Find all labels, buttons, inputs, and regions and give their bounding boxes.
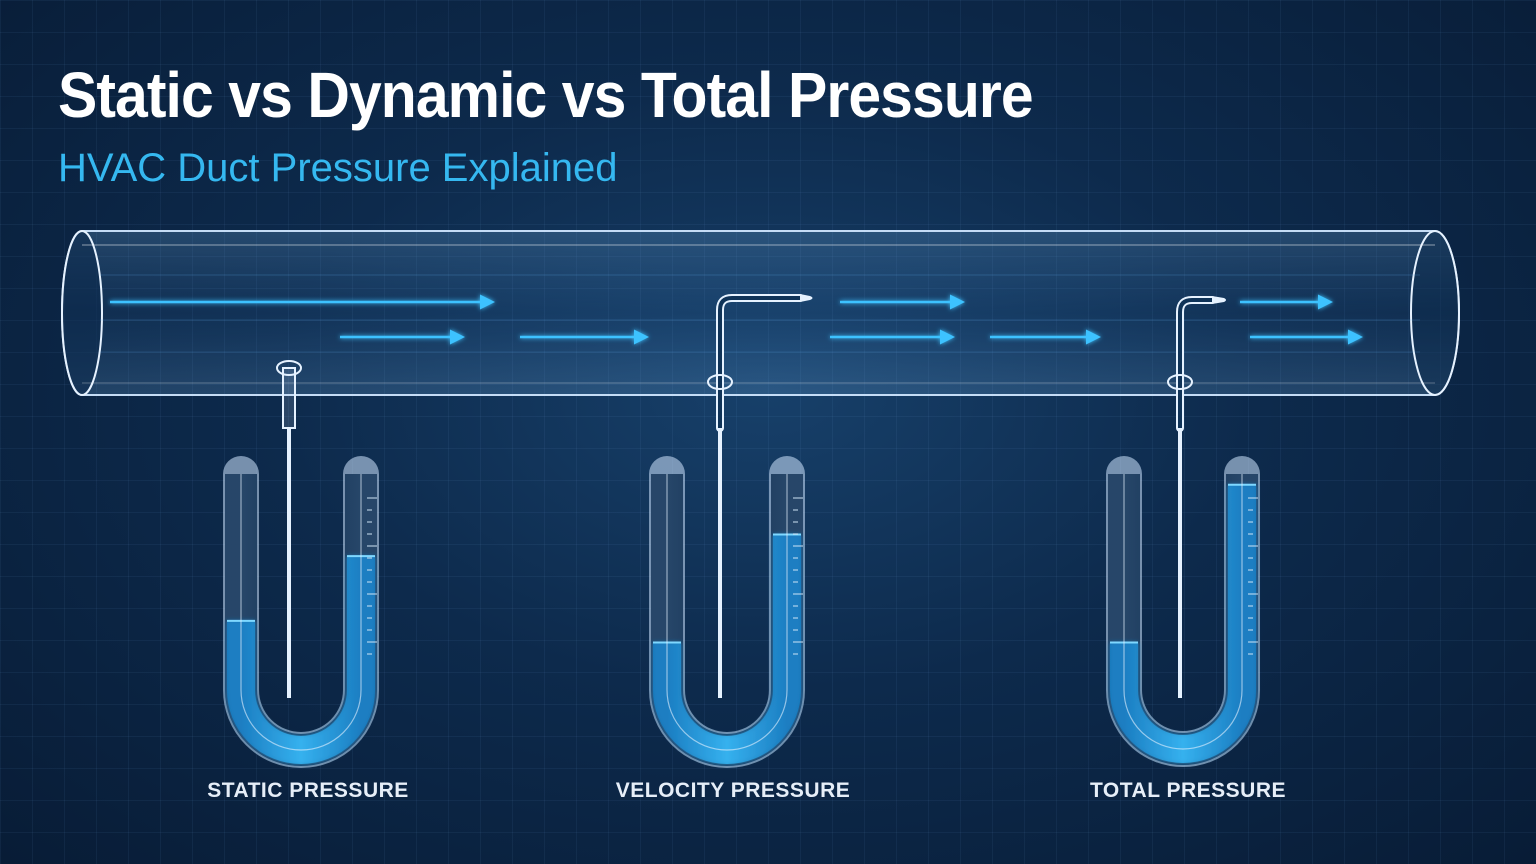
manometer-scale xyxy=(1248,497,1258,655)
velocity-pressure-label: VELOCITY PRESSURE xyxy=(615,779,851,802)
manometer-scale xyxy=(367,497,377,655)
page-title: Static vs Dynamic vs Total Pressure xyxy=(58,59,1034,131)
u-tube-manometer-icon xyxy=(223,456,379,768)
airflow-arrows xyxy=(110,294,1363,345)
pitot-tube-total xyxy=(1167,296,1226,698)
manometers xyxy=(223,456,1260,768)
u-tube-manometer-icon xyxy=(649,456,805,768)
page-subtitle: HVAC Duct Pressure Explained xyxy=(58,146,618,190)
u-tube-manometer-icon xyxy=(1106,456,1260,767)
pitot-tube-velocity xyxy=(707,294,813,698)
duct xyxy=(61,230,1460,396)
static-wall-tap xyxy=(276,360,302,698)
static-pressure-label: STATIC PRESSURE xyxy=(207,779,409,802)
total-pressure-label: TOTAL PRESSURE xyxy=(1089,779,1287,802)
manometer-scale xyxy=(793,497,803,655)
